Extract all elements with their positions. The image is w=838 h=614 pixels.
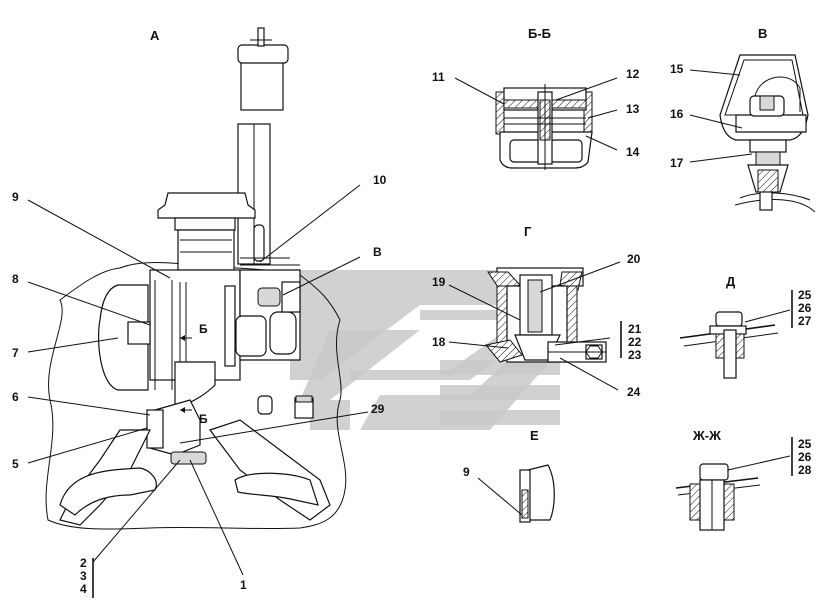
callout-11: 11 [432,70,445,84]
callout-22: 22 [628,335,642,349]
callout-6: 6 [12,390,19,404]
callout-9-e: 9 [463,465,470,479]
title-view-g: Г [524,224,532,239]
callout-26-zh: 26 [798,450,812,464]
callout-2: 2 [80,556,87,570]
callout-16: 16 [670,107,684,121]
callout-27-d: 27 [798,314,812,328]
callout-28-zh: 28 [798,463,812,477]
view-g-section [448,261,622,391]
callout-7: 7 [12,346,19,360]
view-d-detail [679,290,793,379]
view-v-detail [689,54,816,213]
view-titles: А Б-Б В Г Д Е Ж-Ж [150,26,767,443]
callout-1: 1 [240,578,247,592]
section-mark-b-lower: Б [199,412,208,426]
callout-24: 24 [627,385,641,399]
callout-23: 23 [628,348,642,362]
section-mark-b-upper: Б [199,322,208,336]
title-view-bb: Б-Б [528,26,551,41]
section-markers: Б Б [199,322,208,426]
leader-lines-a [27,184,369,598]
callout-21: 21 [628,322,642,336]
callout-25-zh: 25 [798,437,812,451]
callout-14: 14 [626,145,640,159]
title-view-e: Е [530,428,539,443]
view-e-detail [477,464,555,523]
callout-10: 10 [373,173,387,187]
view-zhzh-detail [675,437,793,531]
view-a-assembly [45,27,347,530]
callout-3: 3 [80,569,87,583]
callout-29: 29 [371,402,385,416]
title-view-a: А [150,28,160,43]
callout-8: 8 [12,272,19,286]
callout-18: 18 [432,335,446,349]
callout-4: 4 [80,582,87,596]
callout-17: 17 [670,156,684,170]
callout-25-d: 25 [798,288,812,302]
callout-v: В [373,245,382,259]
callout-5: 5 [12,457,19,471]
title-view-zhzh: Ж-Ж [692,428,721,443]
callout-9: 9 [12,190,19,204]
title-view-d: Д [726,274,736,289]
callout-20: 20 [627,252,641,266]
callout-12: 12 [626,67,640,81]
callout-26-d: 26 [798,301,812,315]
callout-15: 15 [670,62,684,76]
view-bb-section [454,77,618,170]
callout-13: 13 [626,102,640,116]
callout-19: 19 [432,275,446,289]
title-view-v: В [758,26,767,41]
callout-labels: 9 8 7 6 5 10 В 29 1 2 3 4 11 12 13 14 15… [12,62,812,596]
